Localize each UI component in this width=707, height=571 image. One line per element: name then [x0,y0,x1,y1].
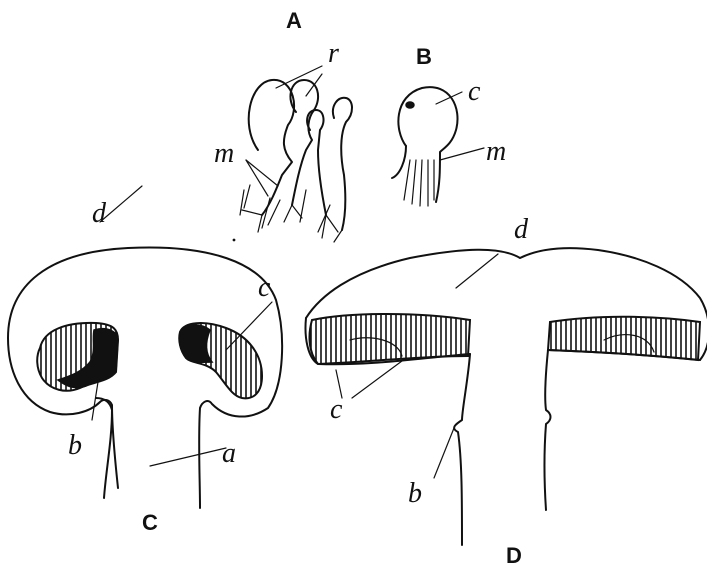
panel-label-b: B [416,44,432,69]
cap-primordium-dot [406,102,414,108]
label-a-r: r [328,38,339,69]
mycelium-strands [242,185,342,242]
button-primordium [333,98,352,230]
button-primordium [307,110,326,215]
label-c-c: c [258,272,271,303]
panel-c-drawing [8,186,282,508]
label-d-b: b [408,478,422,509]
mycelium-strands [240,190,330,232]
panel-label-d: D [506,543,522,568]
ink-speck [233,239,236,242]
panel-label-a: A [286,8,302,33]
button-primordium [249,80,294,215]
stipe-left-contour [454,354,470,545]
button-stipe-left [392,146,406,178]
gill-surface-right [548,317,700,360]
panel-label-c: C [142,510,158,535]
label-c-a: a [222,438,236,469]
gill-chamber-right-dark [179,325,212,362]
label-c-d: d [92,198,107,229]
stipe-right-contour [545,350,551,510]
label-d-c: c [330,394,343,425]
label-c-b: b [68,430,82,461]
label-b-m: m [486,136,506,167]
label-b-c: c [468,76,481,107]
panel-a-drawing [240,66,352,242]
panel-d-drawing [306,248,707,545]
label-d-d: d [514,214,529,245]
gill-surface-left [310,314,470,364]
mycelium-strands [404,160,434,206]
button-primordium [290,80,318,205]
label-a-m: m [214,138,234,169]
stipe-left-contour [96,398,112,498]
